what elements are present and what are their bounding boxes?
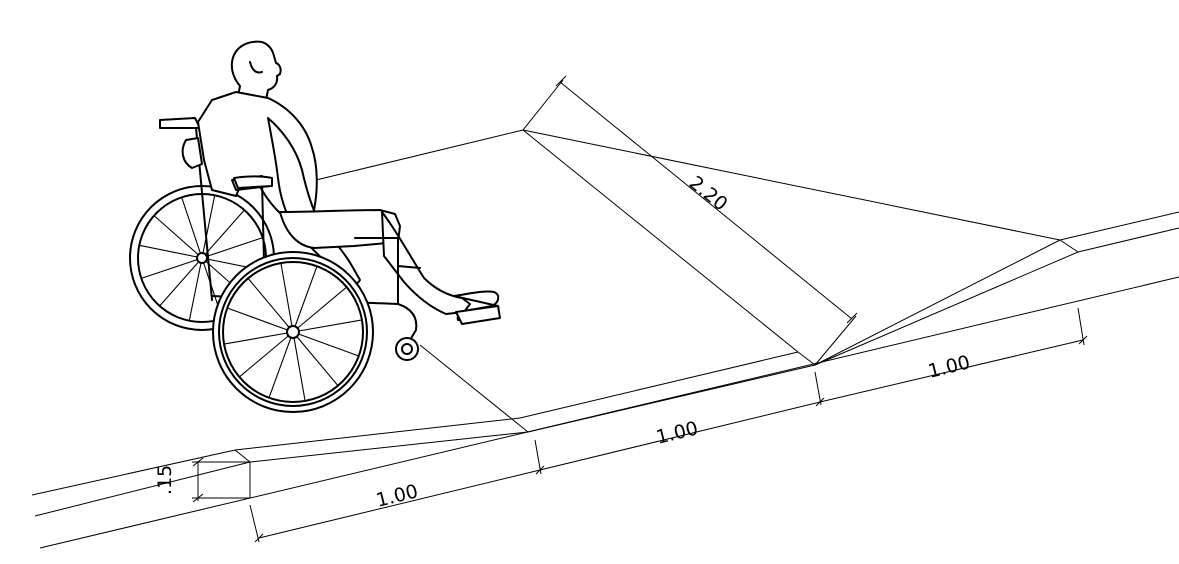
dimension-ramp-width: 2.20 [522, 75, 858, 366]
wheel-spoke [280, 262, 294, 333]
street-gutter-line [34, 461, 251, 517]
ramp-bottom-edge [527, 364, 816, 433]
lower-flare-edge [519, 351, 799, 419]
wheel-spoke [292, 331, 339, 387]
street-edge-line [31, 449, 236, 496]
upper-curb-corner [1059, 239, 1079, 253]
wheel-spoke [139, 244, 203, 259]
curb-height-label: .15 [154, 465, 176, 495]
chair-shadow-line [419, 344, 529, 433]
wheel-spoke [268, 331, 294, 398]
wheel-spoke [292, 319, 363, 333]
wheel-spoke [292, 331, 306, 402]
ramp-geometry [31, 129, 1179, 549]
front-wheel [212, 251, 374, 413]
ramp-run-label: 1.00 [654, 417, 700, 449]
wheel-spoke [188, 257, 203, 321]
wheel-spoke [201, 195, 216, 259]
wheel-spoke [141, 257, 203, 279]
wheel-spoke [201, 237, 263, 259]
lower-flare-label: 1.00 [374, 480, 420, 512]
wheel-spoke [223, 331, 294, 345]
upper-curb-top [1059, 211, 1179, 241]
person [181, 40, 501, 325]
wheel-spoke [201, 209, 245, 259]
wheel-spoke [292, 286, 348, 333]
upper-curb-face [1077, 227, 1179, 253]
wheel-spoke [227, 307, 294, 333]
dimension-lower-flare: 1.00 [249, 439, 545, 543]
dimension-ramp-run: 1.00 [539, 371, 825, 471]
wheel-spoke [181, 197, 203, 259]
wheel-spoke [153, 215, 203, 259]
wheelchair-user [129, 40, 501, 413]
ramp-width-label: 2.20 [685, 172, 732, 216]
ramp-top-edge [522, 129, 1061, 241]
curb-top-lower [234, 417, 521, 451]
ramp-left-slope [522, 129, 799, 353]
wheel-spoke [247, 277, 294, 333]
upper-flare-edge [814, 239, 1061, 366]
upper-flare-base [814, 251, 1079, 366]
curb-corner [234, 449, 251, 463]
upper-flare-label: 1.00 [926, 351, 972, 383]
sidewalk-back-edge [315, 129, 524, 181]
ramp-bottom-corner [797, 351, 816, 366]
wheel-spoke [159, 257, 203, 307]
curb-face-lower [249, 431, 529, 463]
wheel-spoke [238, 331, 294, 378]
dimension-curb-height: .15 [154, 457, 250, 503]
wheel-spoke [292, 331, 359, 357]
dimension-upper-flare: 1.00 [819, 307, 1088, 403]
wheel-spoke [292, 266, 318, 333]
caster-wheel [395, 337, 419, 361]
